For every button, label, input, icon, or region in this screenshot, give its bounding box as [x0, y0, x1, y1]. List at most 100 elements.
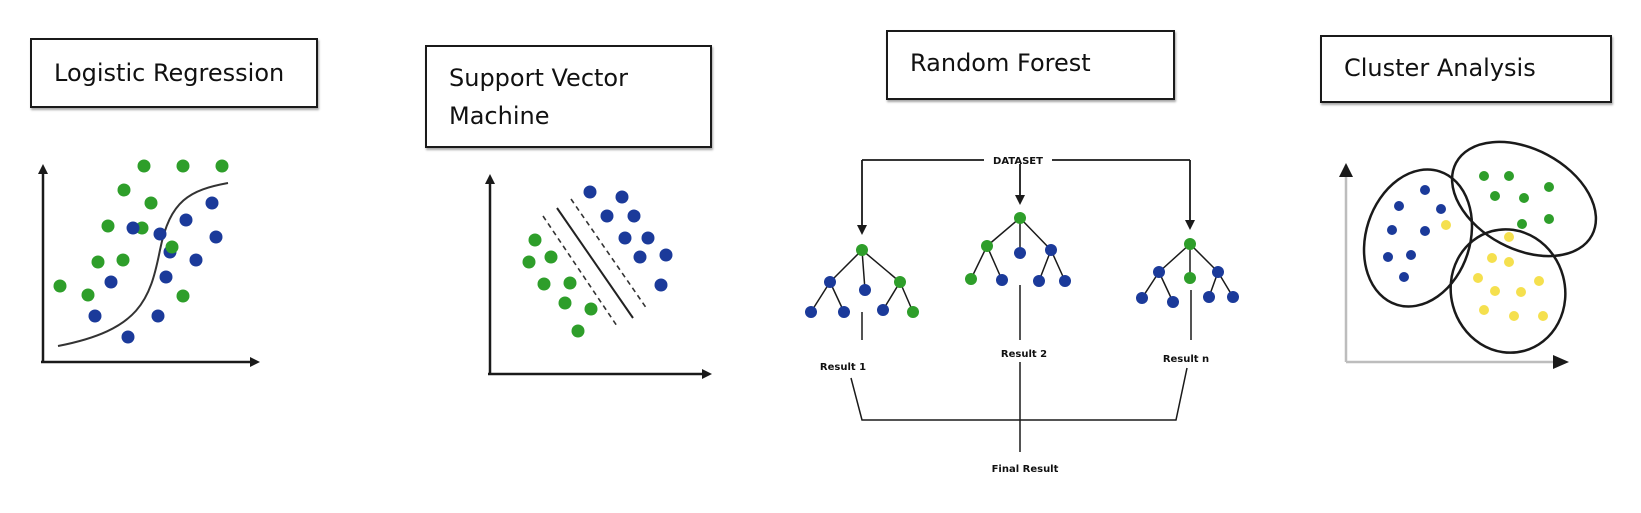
svm-point — [654, 278, 668, 292]
rf-tree-n-edge — [1189, 243, 1219, 273]
rf-aggregation-bracket — [850, 367, 1188, 421]
rf-tree-n-node — [1227, 291, 1239, 303]
rf-tree-n-node — [1184, 272, 1196, 284]
lr-point — [91, 255, 105, 269]
svm-point — [627, 209, 641, 223]
svm-margin-line-left — [542, 215, 618, 327]
lr-point — [121, 330, 135, 344]
ca-point — [1441, 220, 1451, 230]
svm-label-line1: Support Vector — [449, 64, 628, 92]
svm-point — [522, 255, 536, 269]
svm-point — [641, 231, 655, 245]
rf-tree-2-node — [1014, 247, 1026, 259]
rf-tree-1-edge — [829, 249, 863, 283]
random-forest-title: Random Forest — [886, 30, 1175, 100]
random-forest-diagram: DATASET Result 1 Result 2 Result n Final… — [805, 156, 1239, 475]
lr-point — [215, 159, 229, 173]
logistic-regression-plot — [38, 159, 260, 367]
rf-result-2-label: Result 2 — [1001, 349, 1047, 360]
lr-point — [116, 253, 130, 267]
ca-point — [1387, 225, 1397, 235]
lr-point — [135, 221, 149, 235]
lr-point — [153, 227, 167, 241]
lr-point — [205, 196, 219, 210]
random-forest-label: Random Forest — [910, 49, 1091, 77]
svm-point — [633, 250, 647, 264]
ca-x-axis-arrow — [1553, 355, 1569, 369]
ca-point — [1436, 204, 1446, 214]
rf-tree-1-node — [907, 306, 919, 318]
rf-final-result-label: Final Result — [992, 464, 1059, 475]
svm-title: Support Vector Machine — [425, 45, 712, 148]
svm-margin-line-right — [570, 198, 648, 310]
lr-point — [189, 253, 203, 267]
rf-trees — [805, 212, 1239, 318]
ca-point — [1544, 182, 1554, 192]
ca-point — [1473, 273, 1483, 283]
ca-point — [1399, 272, 1409, 282]
rf-result-1-label: Result 1 — [820, 362, 866, 373]
rf-tree-2-node — [996, 274, 1008, 286]
svm-hyperplane — [556, 207, 634, 319]
svm-point — [583, 185, 597, 199]
svm-point — [528, 233, 542, 247]
lr-point — [179, 213, 193, 227]
ca-point — [1406, 250, 1416, 260]
rf-tree-2-edge — [1019, 217, 1052, 251]
svm-plot — [485, 174, 712, 379]
rf-tree-n-node — [1136, 292, 1148, 304]
lr-point — [209, 230, 223, 244]
ca-point — [1487, 253, 1497, 263]
logistic-regression-label: Logistic Regression — [54, 59, 285, 87]
ca-point — [1504, 171, 1514, 181]
rf-tree-2-node — [981, 240, 993, 252]
svm-point — [618, 231, 632, 245]
ca-point — [1517, 219, 1527, 229]
ca-point — [1534, 276, 1544, 286]
rf-tree-n-node — [1212, 266, 1224, 278]
svm-point — [544, 250, 558, 264]
rf-tree-n-node — [1153, 266, 1165, 278]
lr-point — [101, 219, 115, 233]
rf-tree-2-edge — [986, 245, 1003, 281]
lr-point — [165, 240, 179, 254]
ca-point — [1490, 191, 1500, 201]
lr-point — [151, 309, 165, 323]
rf-tree-1-node — [805, 306, 817, 318]
rf-tree-1-edge — [861, 249, 866, 291]
ca-y-axis-arrow — [1339, 163, 1353, 177]
ca-point — [1420, 185, 1430, 195]
lr-point — [176, 289, 190, 303]
cluster-ellipse-blue — [1362, 168, 1474, 308]
rf-result-n-label: Result n — [1163, 354, 1209, 365]
rf-tree-n-edge — [1158, 243, 1191, 273]
rf-tree-2-edge — [986, 217, 1021, 247]
lr-points — [53, 159, 229, 344]
rf-tree-2-edge — [970, 245, 988, 280]
rf-tree-2-node — [1059, 275, 1071, 287]
rf-tree-1-node — [894, 276, 906, 288]
cluster-analysis-label: Cluster Analysis — [1344, 54, 1536, 82]
rf-tree-1-node — [824, 276, 836, 288]
svm-points — [522, 185, 673, 338]
svm-point — [571, 324, 585, 338]
ca-point — [1516, 287, 1526, 297]
svm-point — [600, 209, 614, 223]
rf-tree-2-node — [1033, 275, 1045, 287]
ca-point — [1519, 193, 1529, 203]
ca-point — [1490, 286, 1500, 296]
svm-point — [558, 296, 572, 310]
lr-point — [88, 309, 102, 323]
rf-tree-1-node — [856, 244, 868, 256]
logistic-regression-title: Logistic Regression — [30, 38, 318, 108]
rf-tree-1-node — [877, 304, 889, 316]
svm-point — [659, 248, 673, 262]
ca-point — [1509, 311, 1519, 321]
ca-point — [1383, 252, 1393, 262]
lr-point — [159, 270, 173, 284]
rf-tree-n-node — [1203, 291, 1215, 303]
lr-point — [144, 196, 158, 210]
ca-point — [1420, 226, 1430, 236]
ca-point — [1479, 305, 1489, 315]
